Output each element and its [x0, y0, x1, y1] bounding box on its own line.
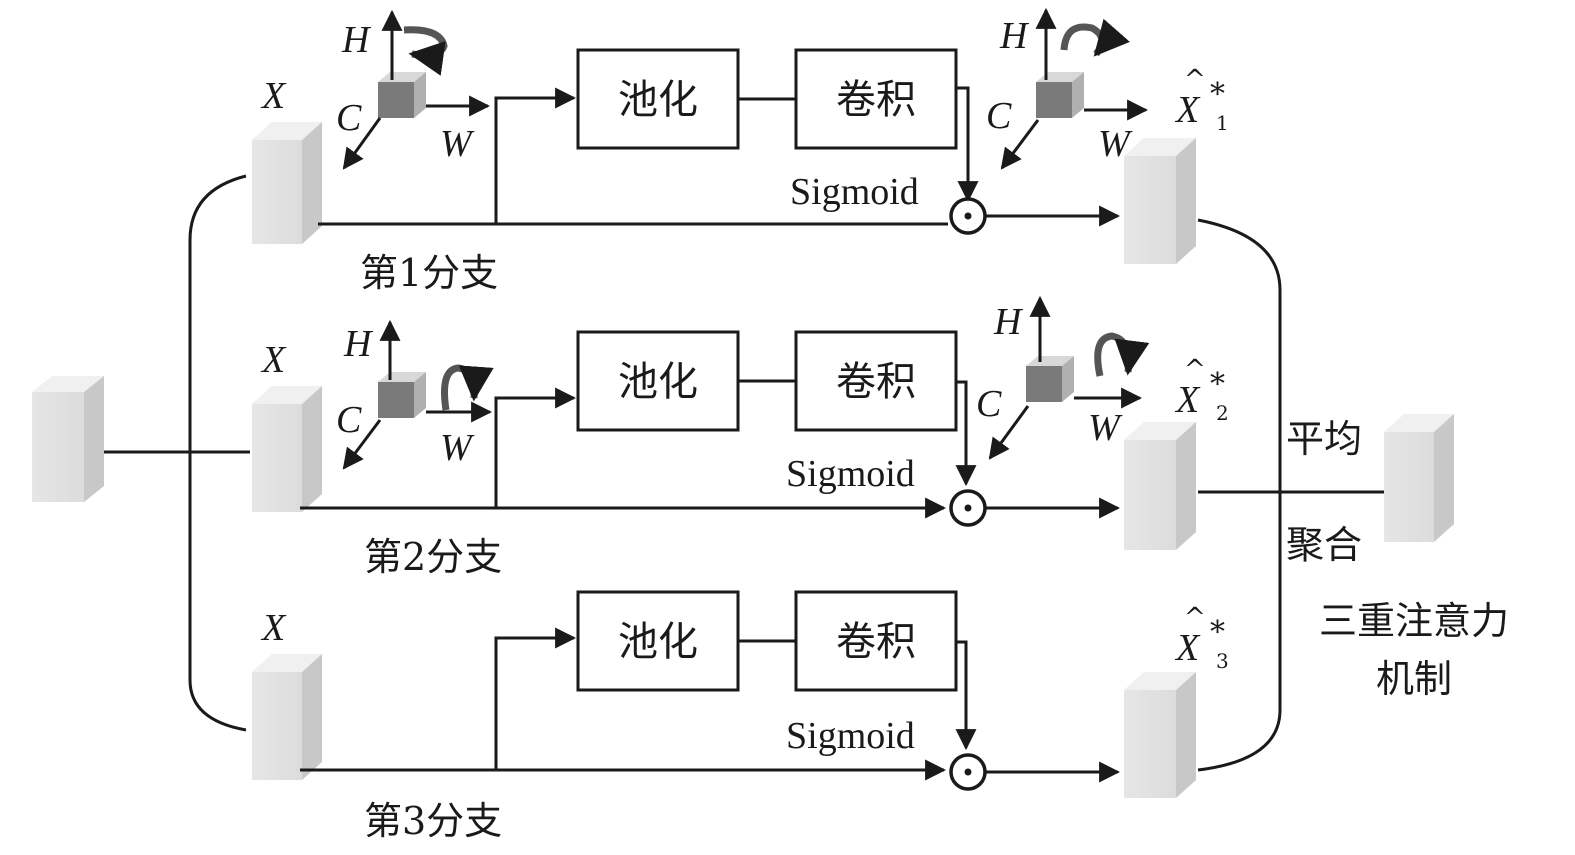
branch3-pool-label: 池化 [618, 619, 698, 665]
svg-text:X: X [1174, 379, 1201, 421]
branch1-out-c-label: C [986, 95, 1012, 137]
input-tensor [32, 376, 104, 502]
branch3-pool-box [576, 590, 740, 692]
branch3-input-tensor [252, 654, 322, 780]
branch1-flow [318, 48, 1121, 235]
branch2-out-h-label: H [993, 301, 1024, 343]
branch2-output-label: X ^ * 2 [1174, 355, 1229, 425]
svg-text:3: 3 [1216, 649, 1229, 673]
branch1-output-rotation-icon: H C W [986, 7, 1149, 170]
branch2-c-label: C [336, 399, 362, 441]
branch1-input-tensor [252, 122, 322, 244]
branch2-flow [300, 330, 1121, 527]
branch1-pool-box [576, 48, 740, 150]
svg-text:X: X [1174, 89, 1201, 131]
branch2-pool-label: 池化 [618, 359, 698, 405]
branch1-output-tensor [1124, 138, 1196, 264]
branch2-label: 第2分支 [364, 535, 502, 579]
branch2-output-tensor [1124, 422, 1196, 550]
branch2-pool-box [576, 330, 740, 432]
branch1-output-label: X ^ * 1 [1174, 65, 1229, 135]
svg-text:^: ^ [1184, 603, 1206, 633]
aggregate-label-line1: 平均 [1286, 417, 1362, 461]
svg-text:*: * [1210, 367, 1225, 402]
branch3-output-label: X ^ * 3 [1174, 603, 1229, 673]
svg-text:^: ^ [1184, 65, 1206, 95]
branch1-input-rotation-icon: H C W [336, 9, 491, 170]
branch1-c-label: C [336, 97, 362, 139]
branch2-h-label: H [343, 323, 374, 365]
branch2-w-label: W [440, 427, 475, 469]
branch2-output-rotation-icon: H C W [976, 295, 1150, 460]
aggregate-label-line2: 聚合 [1286, 523, 1362, 567]
final-output-tensor [1384, 414, 1454, 542]
branch1-w-label: W [440, 123, 475, 165]
branch1-sigmoid-label: Sigmoid [790, 171, 919, 213]
mechanism-label-line1: 三重注意力 [1319, 599, 1509, 643]
branch3-output-tensor [1124, 672, 1196, 798]
branch3-input-label: X [260, 607, 287, 649]
branch3-flow [300, 590, 1121, 791]
branch1-conv-label: 卷积 [836, 77, 916, 123]
branch2-input-rotation-icon: H C W [336, 319, 494, 470]
branch2-out-c-label: C [976, 383, 1002, 425]
split-wires [104, 174, 250, 732]
branch1-input-label: X [260, 75, 287, 117]
branch1-h-label: H [341, 19, 372, 61]
branch2-conv-label: 卷积 [836, 359, 916, 405]
branch2-sigmoid-label: Sigmoid [786, 453, 915, 495]
merge-wires [1197, 218, 1384, 772]
svg-text:*: * [1210, 615, 1225, 650]
mechanism-label-line2: 机制 [1376, 657, 1452, 701]
branch3-conv-label: 卷积 [836, 619, 916, 665]
branch1-label: 第1分支 [360, 251, 498, 295]
branch2-input-tensor [252, 386, 322, 512]
branch3-conv-box [794, 590, 958, 692]
branch1-pool-label: 池化 [618, 77, 698, 123]
branch1-conv-box [794, 48, 958, 150]
svg-text:*: * [1210, 77, 1225, 112]
branch1-out-h-label: H [999, 15, 1030, 57]
branch3-sigmoid-label: Sigmoid [786, 715, 915, 757]
branch2-conv-box [794, 330, 958, 432]
branch3-label: 第3分支 [364, 799, 502, 843]
svg-text:X: X [1174, 627, 1201, 669]
branch2-input-label: X [260, 339, 287, 381]
branch2-out-w-label: W [1088, 407, 1123, 449]
svg-text:2: 2 [1216, 401, 1229, 425]
svg-text:^: ^ [1184, 355, 1206, 385]
svg-text:1: 1 [1216, 111, 1229, 135]
